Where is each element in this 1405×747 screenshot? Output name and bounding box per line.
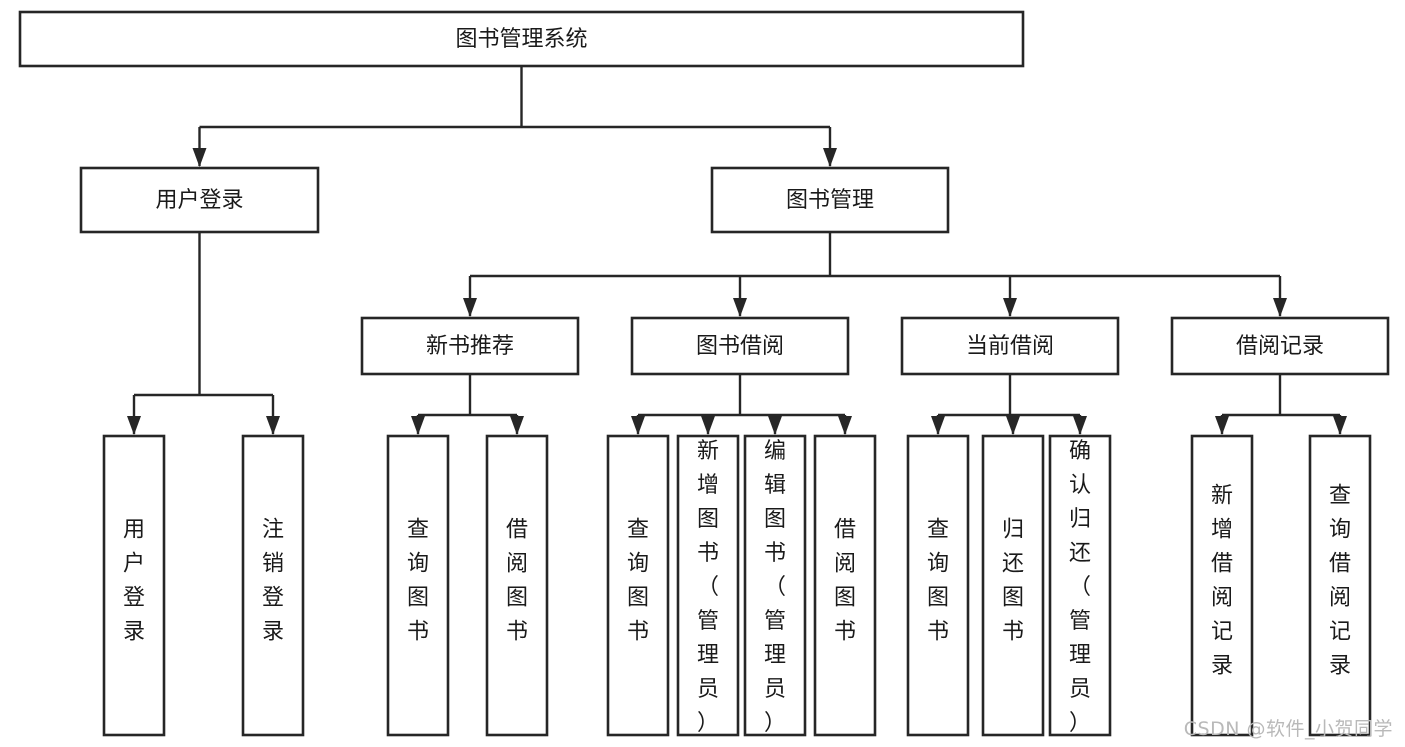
leaf-node-4[interactable]: 借阅图书 [485, 434, 549, 737]
root-to-level2-arrow-1 [192, 148, 207, 167]
level2-node-2[interactable]: 图书管理 [710, 166, 950, 234]
level2-node-1[interactable]: 用户登录 [79, 166, 320, 234]
leaf-node-6[interactable]: 新增图书（管理员） [676, 434, 740, 737]
leaf-node-box[interactable] [1190, 434, 1254, 737]
root-node-box[interactable] [18, 10, 1025, 68]
root-node-1[interactable]: 图书管理系统 [18, 10, 1025, 68]
leaf-node-label: 查询图书 [407, 518, 429, 645]
leaf-node-label: 借阅图书 [834, 518, 856, 645]
leaf-node-box[interactable] [386, 434, 450, 737]
level2-node-label: 图书管理 [786, 188, 874, 213]
leaf-node-2[interactable]: 注销登录 [241, 434, 305, 737]
leaf-node-box[interactable] [813, 434, 877, 737]
level3-node-3[interactable]: 当前借阅 [900, 316, 1120, 376]
level3-node-box[interactable] [1170, 316, 1390, 376]
level3-3-to-leaves-arrow-3 [1073, 416, 1087, 435]
leaf-node-label: 新增借阅记录 [1211, 484, 1233, 679]
level3-1-to-leaves-arrow-1 [411, 416, 425, 435]
level3-4-to-leaves-arrow-2 [1333, 416, 1347, 435]
leaf-node-box[interactable] [743, 434, 807, 737]
level3-node-label: 图书借阅 [696, 334, 784, 359]
leaf-node-7[interactable]: 编辑图书（管理员） [743, 434, 807, 737]
node-layer: 图书管理系统用户登录图书管理新书推荐图书借阅当前借阅借阅记录用户登录注销登录查询… [18, 10, 1390, 737]
leaf-node-label: 注销登录 [262, 518, 284, 645]
leaf-node-box[interactable] [485, 434, 549, 737]
leaf-node-label: 新增图书（管理员） [697, 439, 719, 736]
level3-2-to-leaves-arrow-1 [631, 416, 645, 435]
user-login-to-leaves-arrow-1 [127, 416, 141, 435]
leaf-node-box[interactable] [981, 434, 1045, 737]
leaf-node-box[interactable] [676, 434, 740, 737]
level3-node-label: 借阅记录 [1236, 334, 1324, 359]
level3-node-box[interactable] [630, 316, 850, 376]
level2-node-box[interactable] [710, 166, 950, 234]
level3-node-box[interactable] [360, 316, 580, 376]
level3-node-1[interactable]: 新书推荐 [360, 316, 580, 376]
connector-layer [127, 66, 1347, 435]
level2-node-box[interactable] [79, 166, 320, 234]
level2-node-label: 用户登录 [155, 188, 243, 213]
leaf-node-3[interactable]: 查询图书 [386, 434, 450, 737]
leaf-node-12[interactable]: 新增借阅记录 [1190, 434, 1254, 737]
level3-node-box[interactable] [900, 316, 1120, 376]
leaf-node-10[interactable]: 归还图书 [981, 434, 1045, 737]
leaf-node-box[interactable] [1048, 434, 1112, 737]
leaf-node-label: 查询图书 [927, 518, 949, 645]
level3-node-2[interactable]: 图书借阅 [630, 316, 850, 376]
book-mgmt-to-level3-arrow-4 [1273, 298, 1287, 317]
leaf-node-label: 查询图书 [627, 518, 649, 645]
level3-node-label: 新书推荐 [426, 334, 514, 359]
leaf-node-5[interactable]: 查询图书 [606, 434, 670, 737]
leaf-node-13[interactable]: 查询借阅记录 [1308, 434, 1372, 737]
leaf-node-box[interactable] [241, 434, 305, 737]
leaf-node-11[interactable]: 确认归还（管理员） [1048, 434, 1112, 737]
watermark-label: CSDN @软件_小贺同学 [1183, 718, 1393, 740]
book-mgmt-to-level3-arrow-2 [733, 298, 747, 317]
level3-3-to-leaves-arrow-2 [1006, 416, 1020, 435]
leaf-node-1[interactable]: 用户登录 [102, 434, 166, 737]
level3-3-to-leaves-arrow-1 [931, 416, 945, 435]
leaf-node-label: 编辑图书（管理员） [764, 439, 786, 736]
level3-1-to-leaves-arrow-2 [510, 416, 524, 435]
root-node-label: 图书管理系统 [455, 27, 587, 52]
leaf-node-8[interactable]: 借阅图书 [813, 434, 877, 737]
user-login-to-leaves-arrow-2 [266, 416, 280, 435]
level3-2-to-leaves-arrow-2 [701, 416, 715, 435]
level3-4-to-leaves-arrow-1 [1215, 416, 1229, 435]
leaf-node-box[interactable] [606, 434, 670, 737]
leaf-node-label: 归还图书 [1002, 518, 1024, 645]
leaf-node-label: 查询借阅记录 [1329, 484, 1351, 679]
leaf-node-box[interactable] [906, 434, 970, 737]
book-mgmt-to-level3-arrow-3 [1003, 298, 1017, 317]
leaf-node-9[interactable]: 查询图书 [906, 434, 970, 737]
level3-node-label: 当前借阅 [966, 334, 1054, 359]
leaf-node-label: 用户登录 [123, 518, 145, 645]
leaf-node-box[interactable] [1308, 434, 1372, 737]
book-mgmt-to-level3-arrow-1 [463, 298, 477, 317]
level3-2-to-leaves-arrow-4 [838, 416, 852, 435]
leaf-node-box[interactable] [102, 434, 166, 737]
root-to-level2-arrow-2 [823, 148, 837, 167]
leaf-node-label: 借阅图书 [506, 518, 528, 645]
level3-node-4[interactable]: 借阅记录 [1170, 316, 1390, 376]
level3-2-to-leaves-arrow-3 [768, 416, 782, 435]
leaf-node-label: 确认归还（管理员） [1069, 439, 1091, 736]
